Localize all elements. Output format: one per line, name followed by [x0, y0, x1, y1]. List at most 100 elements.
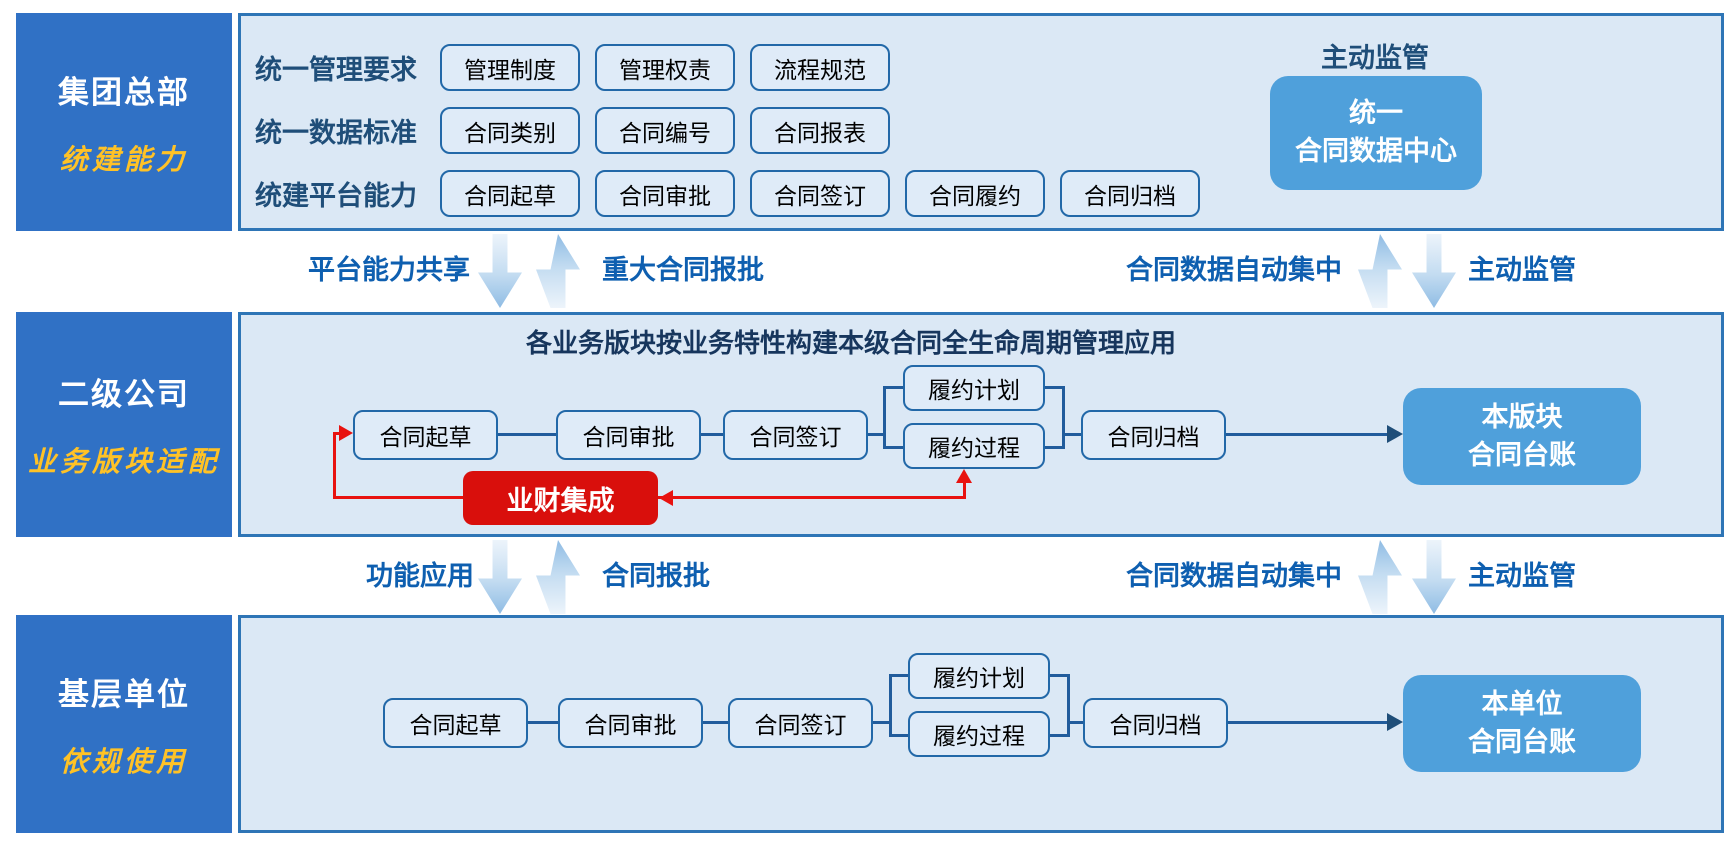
flow-box: 合同签订 — [750, 170, 890, 217]
red-arrowhead-right-icon — [339, 425, 353, 441]
down-arrow-icon — [478, 234, 522, 308]
row-label: 统建平台能力 — [255, 181, 417, 211]
gap2-right-down-label: 主动监管 — [1468, 561, 1576, 591]
connector-line — [1067, 674, 1070, 737]
tier1-band: 统一管理要求 管理制度 管理权责 流程规范 统一数据标准 合同类别 合同编号 合… — [238, 13, 1724, 231]
red-arrowhead-left-icon — [659, 490, 673, 506]
flow-box: 合同编号 — [595, 107, 735, 154]
connector-line — [701, 433, 723, 436]
connector-line — [703, 721, 728, 724]
flow-box-draft: 合同起草 — [383, 698, 528, 748]
connector-line — [1062, 386, 1065, 449]
connector-line — [1045, 446, 1065, 449]
row-label: 统一数据标准 — [255, 118, 417, 148]
tier2-band: 各业务版块按业务特性构建本级合同全生命周期管理应用 合同起草 合同审批 合同签订… — [238, 312, 1724, 537]
row-label: 统一管理要求 — [255, 55, 417, 85]
flow-box-perf-process: 履约过程 — [903, 423, 1045, 469]
connector-line — [528, 721, 558, 724]
flow-box-approve: 合同审批 — [556, 410, 701, 460]
flow-box-draft: 合同起草 — [353, 410, 498, 460]
down-arrow-icon — [1412, 234, 1456, 308]
up-arrow-icon — [536, 234, 580, 308]
gap1-left-down-label: 平台能力共享 — [308, 255, 470, 285]
tier3-ledger-box: 本单位 合同台账 — [1403, 675, 1641, 772]
connector-line — [1228, 721, 1389, 724]
data-center-line2: 合同数据中心 — [1295, 136, 1457, 166]
up-arrow-icon — [536, 540, 580, 614]
connector-line — [889, 674, 908, 677]
gap1-left-up-label: 重大合同报批 — [602, 255, 764, 285]
up-arrow-icon — [1358, 540, 1402, 614]
flow-box-perf-plan: 履约计划 — [903, 365, 1045, 411]
unified-contract-data-center-box: 统一 合同数据中心 — [1270, 76, 1482, 190]
connector-line — [1050, 734, 1070, 737]
connector-line — [889, 734, 908, 737]
connector-line — [889, 676, 892, 737]
red-connector-line — [333, 496, 463, 499]
red-connector-line — [333, 432, 336, 498]
flow-box: 流程规范 — [750, 44, 890, 91]
connector-line — [1045, 386, 1065, 389]
tier2-panel: 二级公司 业务版块适配 — [16, 312, 232, 537]
flow-box-perf-process: 履约过程 — [908, 711, 1050, 757]
tier3-panel-subtitle: 依规使用 — [59, 744, 188, 778]
tier3-band: 合同起草 合同审批 合同签订 履约计划 履约过程 合同归档 本单位 合同台账 — [238, 615, 1724, 833]
up-arrow-icon — [1358, 234, 1402, 308]
gap1-right-up-label: 合同数据自动集中 — [1126, 255, 1342, 285]
connector-line — [868, 433, 884, 436]
flow-box: 管理制度 — [440, 44, 580, 91]
tier1-row-platform: 统建平台能力 合同起草 合同审批 合同签订 合同履约 合同归档 — [255, 170, 1200, 217]
tier1-panel-subtitle: 统建能力 — [59, 142, 188, 176]
flow-box-archive: 合同归档 — [1083, 698, 1228, 748]
flow-box: 合同审批 — [595, 170, 735, 217]
down-arrow-icon — [1412, 540, 1456, 614]
connector-line — [883, 446, 903, 449]
flow-box-perf-plan: 履约计划 — [908, 653, 1050, 699]
data-center-line1: 统一 — [1349, 98, 1403, 129]
tier2-panel-title: 二级公司 — [58, 377, 190, 412]
red-connector-line — [963, 481, 966, 498]
arrowhead-right-icon — [1387, 425, 1403, 443]
down-arrow-icon — [478, 540, 522, 614]
flow-box: 合同报表 — [750, 107, 890, 154]
flow-box-approve: 合同审批 — [558, 698, 703, 748]
red-connector-line — [658, 496, 966, 499]
supervision-label: 主动监管 — [1321, 43, 1429, 73]
flow-box: 合同归档 — [1060, 170, 1200, 217]
integration-box: 业财集成 — [463, 471, 658, 525]
ledger-line2: 合同台账 — [1468, 439, 1576, 470]
tier2-ledger-box: 本版块 合同台账 — [1403, 388, 1641, 485]
red-connector-line — [333, 432, 341, 435]
connector-line — [498, 433, 556, 436]
connector-line — [873, 721, 891, 724]
connector-line — [1062, 433, 1081, 436]
flow-box: 合同履约 — [905, 170, 1045, 217]
flow-box-sign: 合同签订 — [728, 698, 873, 748]
connector-line — [883, 386, 903, 389]
flow-box-archive: 合同归档 — [1081, 410, 1226, 460]
arrowhead-right-icon — [1387, 713, 1403, 731]
flow-box: 合同类别 — [440, 107, 580, 154]
flow-box: 合同起草 — [440, 170, 580, 217]
gap1-right-down-label: 主动监管 — [1468, 255, 1576, 285]
red-arrowhead-up-icon — [956, 469, 972, 483]
gap2-left-up-label: 合同报批 — [602, 561, 710, 591]
tier1-row-management: 统一管理要求 管理制度 管理权责 流程规范 — [255, 44, 890, 91]
tier3-panel: 基层单位 依规使用 — [16, 615, 232, 833]
connector-line — [1050, 674, 1070, 677]
ledger-line2: 合同台账 — [1468, 726, 1576, 757]
flow-box: 管理权责 — [595, 44, 735, 91]
tier2-title: 各业务版块按业务特性构建本级合同全生命周期管理应用 — [525, 328, 1176, 358]
tier2-panel-subtitle: 业务版块适配 — [27, 445, 220, 478]
connector-line — [1067, 721, 1083, 724]
tier1-panel: 集团总部 统建能力 — [16, 13, 232, 231]
gap2-left-down-label: 功能应用 — [366, 561, 474, 591]
tier1-panel-title: 集团总部 — [58, 74, 190, 110]
tier3-panel-title: 基层单位 — [58, 676, 190, 712]
flow-box-sign: 合同签订 — [723, 410, 868, 460]
tier1-row-data-standard: 统一数据标准 合同类别 合同编号 合同报表 — [255, 107, 890, 154]
ledger-line1: 本版块 — [1481, 401, 1563, 432]
connector-line — [1226, 433, 1389, 436]
ledger-line1: 本单位 — [1481, 688, 1563, 719]
